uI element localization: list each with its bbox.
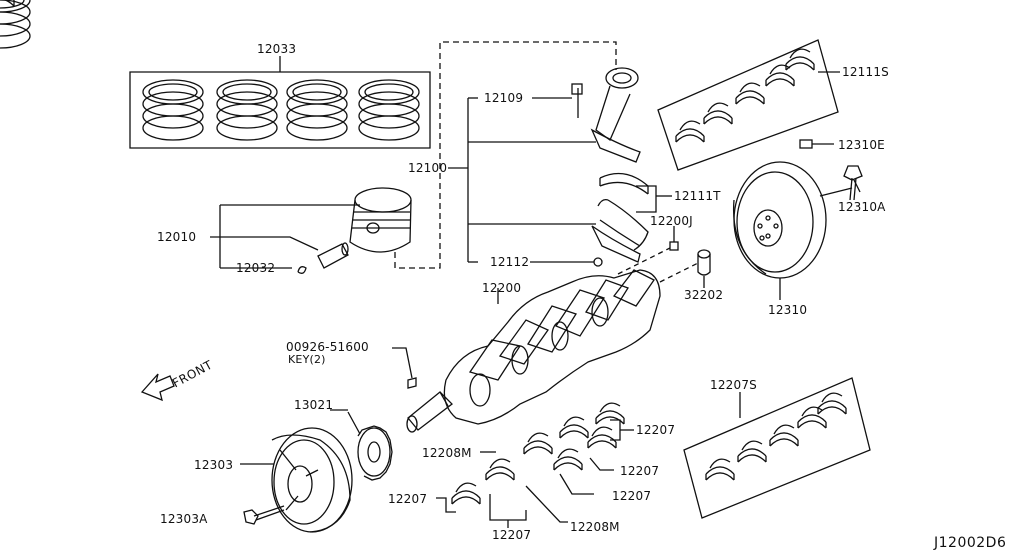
label-12200: 12200 bbox=[482, 281, 522, 295]
label-12112: 12112 bbox=[490, 255, 530, 269]
rod-bearing-lower bbox=[597, 198, 649, 251]
piston-ring-set bbox=[0, 0, 431, 149]
label-12310: 12310 bbox=[768, 303, 808, 317]
label-12207-a: 12207 bbox=[636, 423, 676, 437]
label-12303A: 12303A bbox=[160, 512, 208, 526]
label-00926-51600: 00926-51600 bbox=[286, 340, 369, 354]
main-bearings bbox=[451, 402, 625, 505]
label-12303: 12303 bbox=[194, 458, 234, 472]
crank-sprocket bbox=[330, 409, 393, 481]
label-12310E: 12310E bbox=[838, 138, 885, 152]
woodruff-key bbox=[392, 347, 417, 389]
label-12010: 12010 bbox=[157, 230, 197, 244]
main-bearing-set-upper bbox=[2, 0, 840, 171]
connecting-rod bbox=[571, 67, 641, 163]
rod-nut bbox=[593, 257, 603, 267]
label-12207-b: 12207 bbox=[620, 464, 660, 478]
label-12207-e: 12207 bbox=[492, 528, 532, 542]
flywheel-dowel bbox=[799, 139, 834, 149]
piston bbox=[349, 187, 412, 253]
main-bearing-set-lower bbox=[683, 377, 871, 519]
label-32202: 32202 bbox=[684, 288, 724, 302]
label-12109: 12109 bbox=[484, 91, 524, 105]
piston-pin bbox=[317, 242, 349, 269]
rod-cap bbox=[591, 225, 641, 263]
front-arrow bbox=[140, 373, 175, 402]
label-12208M-bottom: 12208M bbox=[570, 520, 620, 534]
pulley-bolt bbox=[243, 505, 285, 525]
label-12111S: 12111S bbox=[842, 65, 889, 79]
label-12111T: 12111T bbox=[674, 189, 721, 203]
label-12200J: 12200J bbox=[650, 214, 693, 228]
label-12100: 12100 bbox=[408, 161, 448, 175]
rod-bearing-upper bbox=[599, 172, 649, 195]
label-12033: 12033 bbox=[257, 42, 297, 56]
crankshaft bbox=[406, 269, 661, 433]
pilot-dowel bbox=[669, 226, 679, 251]
label-12208M-top: 12208M bbox=[422, 446, 472, 460]
diagram-code: J12002D6 bbox=[934, 535, 1007, 551]
label-12310A: 12310A bbox=[838, 200, 886, 214]
crank-pulley bbox=[240, 427, 353, 533]
label-key-2: KEY(2) bbox=[288, 353, 326, 366]
label-12207-d: 12207 bbox=[388, 492, 428, 506]
pilot-bearing bbox=[697, 249, 711, 288]
flywheel bbox=[732, 161, 827, 279]
label-12207-c: 12207 bbox=[612, 489, 652, 503]
label-12032: 12032 bbox=[236, 261, 276, 275]
label-13021: 13021 bbox=[294, 398, 334, 412]
label-12207S: 12207S bbox=[710, 378, 757, 392]
snap-ring bbox=[297, 266, 307, 274]
flywheel-bolt bbox=[819, 165, 863, 201]
